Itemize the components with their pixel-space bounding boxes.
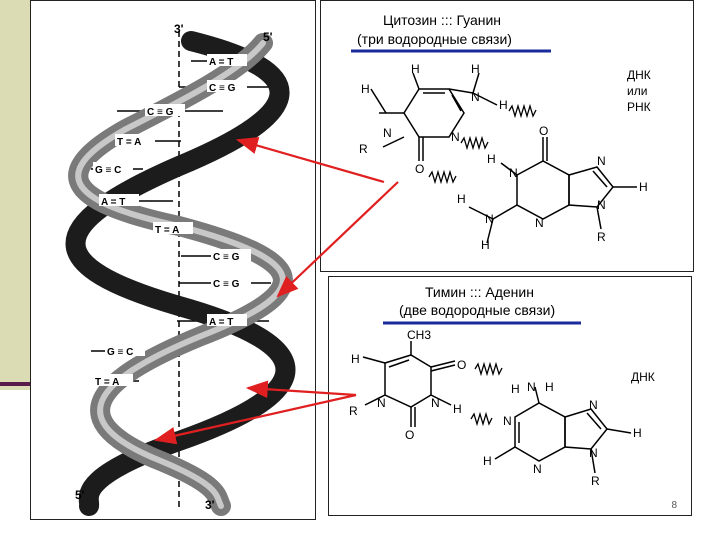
svg-text:O: O	[539, 124, 548, 138]
svg-text:N: N	[431, 396, 440, 410]
adenine-molecule	[494, 386, 632, 474]
svg-text:O: O	[405, 428, 414, 442]
guanine-molecule	[468, 137, 637, 244]
ta-title: Тимин ::: Аденин	[425, 284, 534, 300]
base-pair-label-bg	[211, 249, 251, 261]
svg-text:N: N	[597, 154, 606, 168]
base-pair-label: G ≡ C	[107, 347, 133, 358]
svg-text:N: N	[503, 414, 512, 428]
svg-text:R: R	[597, 230, 606, 244]
svg-text:N: N	[509, 166, 518, 180]
dna-helix-drawing: A = T C ≡ G C ≡ G T = A G ≡ C A = T T = A C ≡ G…	[65, 22, 296, 516]
base-pair-labels: A = T C ≡ G C ≡ G T = A G ≡ C A = T T = A C ≡ G…	[93, 54, 251, 388]
base-pair-label-bg	[207, 54, 247, 66]
helix-end-bottom-left: 5'	[75, 488, 85, 502]
svg-text:N: N	[535, 216, 544, 230]
cg-side-label-line2: или	[627, 84, 647, 98]
svg-text:O: O	[415, 162, 424, 176]
svg-text:H: H	[457, 192, 466, 206]
cg-side-label-line3: РНК	[627, 100, 651, 114]
cytosine-atom-labels: H H H N H N N R O	[359, 62, 508, 176]
cg-structure-drawing: Цитозин ::: Гуанин (три водородные связи…	[351, 12, 651, 252]
base-pair-label: T = A	[117, 137, 141, 148]
svg-text:N: N	[485, 212, 494, 226]
thymine-molecule	[362, 341, 456, 427]
ta-structure-drawing: Тимин ::: Аденин (две водородные связи) …	[349, 284, 655, 488]
base-pair-label-bg	[153, 222, 193, 234]
base-pair-label: C ≡ G	[147, 107, 174, 118]
base-pair-label: C ≡ G	[213, 252, 240, 263]
svg-text:H: H	[511, 382, 520, 396]
svg-text:H: H	[639, 180, 648, 194]
cg-title: Цитозин ::: Гуанин	[383, 12, 501, 28]
svg-text:H: H	[453, 402, 462, 416]
svg-text:R: R	[359, 142, 368, 156]
base-pair-label: C ≡ G	[213, 279, 240, 290]
base-pair-label-bg	[211, 276, 251, 288]
helix-end-top-right: 5'	[263, 30, 273, 44]
base-pair-label: T = A	[155, 225, 179, 236]
svg-text:N: N	[383, 126, 392, 140]
base-pair-label: G ≡ C	[95, 165, 121, 176]
ta-methyl-label: CH3	[407, 328, 431, 342]
helix-end-top-left: 3'	[174, 22, 184, 36]
svg-text:H: H	[487, 152, 496, 166]
cg-side-label-line1: ДНК	[627, 68, 651, 82]
thymine-atom-labels: CH3 O H N R O N H	[349, 328, 466, 442]
base-pair-label-bg	[93, 374, 133, 386]
svg-text:H: H	[483, 454, 492, 468]
base-pair-label: A = T	[101, 197, 125, 208]
svg-text:N: N	[597, 198, 606, 212]
svg-text:H: H	[471, 62, 480, 76]
cg-subtitle: (три водородные связи)	[357, 31, 512, 47]
svg-text:N: N	[533, 462, 542, 476]
left-decor-band	[0, 0, 30, 390]
base-pair-label-bg	[115, 134, 155, 146]
svg-text:N: N	[471, 90, 480, 104]
helix-end-bottom-right: 3'	[205, 498, 215, 512]
base-pair-label: A = T	[209, 57, 233, 68]
base-pair-label-bg	[99, 194, 139, 206]
svg-text:H: H	[361, 82, 370, 96]
guanine-atom-labels: O N H N H N R N N H H	[457, 124, 648, 252]
base-pair-label: C ≡ G	[209, 83, 236, 94]
svg-text:O: O	[457, 358, 466, 372]
base-pair-label-bg	[207, 80, 247, 92]
svg-text:R: R	[591, 474, 600, 488]
svg-text:H: H	[545, 380, 554, 394]
svg-text:H: H	[499, 98, 508, 112]
base-pair-label-bg	[145, 104, 185, 116]
adenine-atom-labels: H N H N N H N R N H	[483, 380, 642, 488]
cytosine-molecule	[370, 72, 498, 161]
cg-hydrogen-bonds	[428, 103, 537, 185]
ta-subtitle: (две водородные связи)	[399, 302, 555, 318]
base-pair-label: A = T	[209, 317, 233, 328]
page-number: 8	[671, 500, 677, 511]
base-pair-label-bg	[105, 344, 145, 356]
svg-text:N: N	[527, 380, 536, 394]
svg-text:H: H	[633, 426, 642, 440]
svg-text:R: R	[349, 404, 358, 418]
svg-text:N: N	[451, 130, 460, 144]
dna-helix-panel: A = T C ≡ G C ≡ G T = A G ≡ C A = T T = A C ≡ G…	[30, 0, 316, 520]
thymine-adenine-panel: Тимин ::: Аденин (две водородные связи) …	[328, 276, 692, 516]
base-pair-label: T = A	[95, 377, 119, 388]
svg-text:N: N	[589, 446, 598, 460]
svg-text:N: N	[377, 396, 386, 410]
base-pair-label-bg	[207, 314, 247, 326]
svg-text:H: H	[481, 238, 490, 252]
ta-hydrogen-bonds	[470, 361, 503, 427]
ta-side-label: ДНК	[631, 370, 655, 384]
left-decor-rule	[0, 382, 30, 386]
cytosine-guanine-panel: Цитозин ::: Гуанин (три водородные связи…	[320, 0, 694, 272]
svg-text:H: H	[351, 352, 360, 366]
base-pair-label-bg	[93, 162, 133, 174]
svg-text:H: H	[411, 62, 420, 76]
svg-text:N: N	[589, 398, 598, 412]
